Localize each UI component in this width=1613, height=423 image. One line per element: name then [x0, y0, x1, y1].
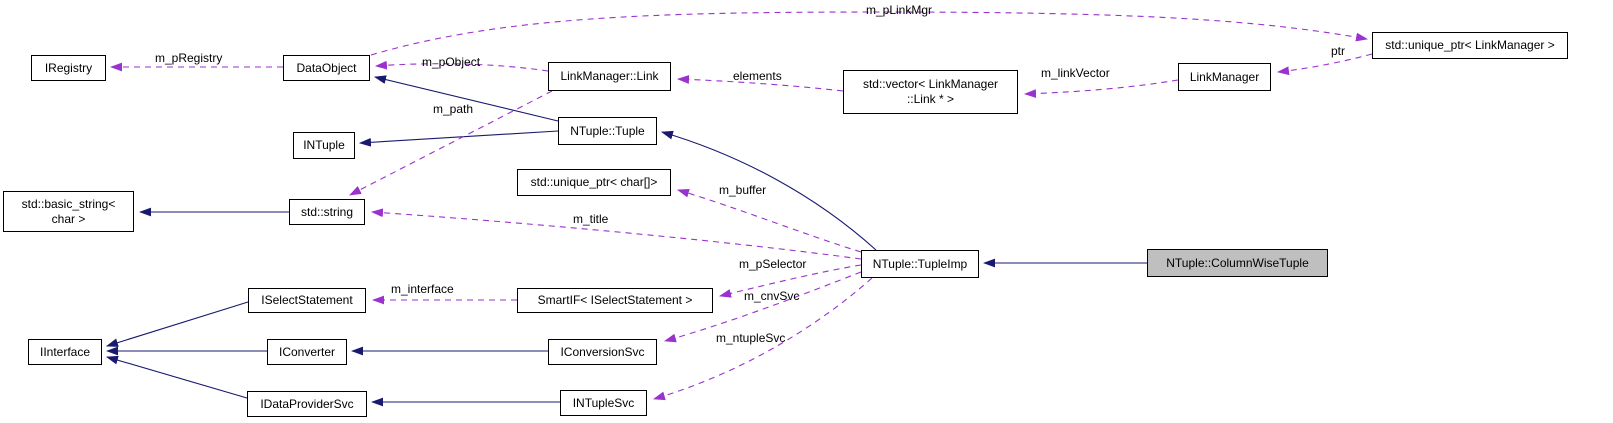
edge-inherit-iselect-iinterface: [105, 301, 249, 347]
edge-usage-m-path: [349, 90, 553, 196]
edge-label-elements: elements: [733, 69, 782, 83]
edge-label-m-buffer: m_buffer: [719, 183, 767, 197]
edge-inherit-idps-iinterface: [105, 355, 248, 399]
edge-usage-m-pselector: [718, 264, 862, 298]
edge-usage-m-ntuplesvc: [652, 277, 873, 401]
node-ntuple-tupleimp[interactable]: NTuple::TupleImp: [861, 250, 979, 278]
node-std-string[interactable]: std::string: [289, 199, 365, 225]
node-ntuple-columnwisetuple: NTuple::ColumnWiseTuple: [1147, 249, 1328, 277]
edge-label-m-path: m_path: [433, 102, 474, 116]
edge-label-m-cnvsvc: m_cnvSvc: [744, 289, 800, 303]
node-linkmanager-link[interactable]: LinkManager::Link: [548, 62, 671, 91]
node-smartif-iselectstatement[interactable]: SmartIF< ISelectStatement >: [517, 288, 713, 313]
node-idataprovidersvc[interactable]: IDataProviderSvc: [247, 391, 367, 417]
node-intuplesvc[interactable]: INTupleSvc: [560, 390, 647, 416]
node-std-basic-string[interactable]: std::basic_string< char >: [3, 191, 134, 232]
node-iinterface[interactable]: IInterface: [28, 339, 102, 365]
edge-usage-ptr: [1276, 53, 1373, 76]
edge-usage-m-cnvsvc: [663, 271, 862, 343]
edge-label-m-pobject: m_pObject: [422, 55, 481, 69]
edge-label-m-pselector: m_pSelector: [739, 257, 807, 271]
edge-label-m-plinkmgr: m_pLinkMgr: [866, 3, 933, 17]
node-unique-ptr-char-array[interactable]: std::unique_ptr< char[]>: [517, 169, 671, 196]
edge-label-m-pregistry: m_pRegistry: [155, 51, 223, 65]
edge-usage-elements: [676, 75, 844, 92]
edge-usage-m-title: [370, 208, 862, 260]
edge-label-m-linkvector: m_linkVector: [1041, 66, 1110, 80]
edge-label-ptr: ptr: [1331, 44, 1346, 58]
edge-inherit-tuple-intuple: [358, 130, 559, 147]
node-iregistry[interactable]: IRegistry: [31, 55, 106, 81]
edge-inherit-tuple-dataobject: [373, 75, 559, 122]
edge-label-m-interface: m_interface: [391, 282, 454, 296]
node-intuple[interactable]: INTuple: [293, 132, 355, 159]
node-vector-linkmanager-link[interactable]: std::vector< LinkManager ::Link * >: [843, 70, 1018, 114]
edge-usage-m-buffer: [676, 188, 862, 253]
node-dataobject[interactable]: DataObject: [283, 55, 370, 81]
node-linkmanager[interactable]: LinkManager: [1178, 63, 1271, 91]
edge-usage-m-plinkmgr: [370, 11, 1369, 56]
node-iconverter[interactable]: IConverter: [267, 339, 347, 365]
edge-inherit-tupleimp-tuple: [660, 130, 877, 251]
node-unique-ptr-linkmanager[interactable]: std::unique_ptr< LinkManager >: [1372, 32, 1568, 59]
edge-label-m-ntuplesvc: m_ntupleSvc: [716, 331, 786, 345]
edge-label-m-title: m_title: [573, 212, 609, 226]
node-iconversionsvc[interactable]: IConversionSvc: [548, 339, 657, 365]
node-ntuple-tuple[interactable]: NTuple::Tuple: [558, 117, 657, 145]
node-iselectstatement[interactable]: ISelectStatement: [248, 288, 366, 313]
edge-usage-m-linkvector: [1023, 79, 1179, 98]
